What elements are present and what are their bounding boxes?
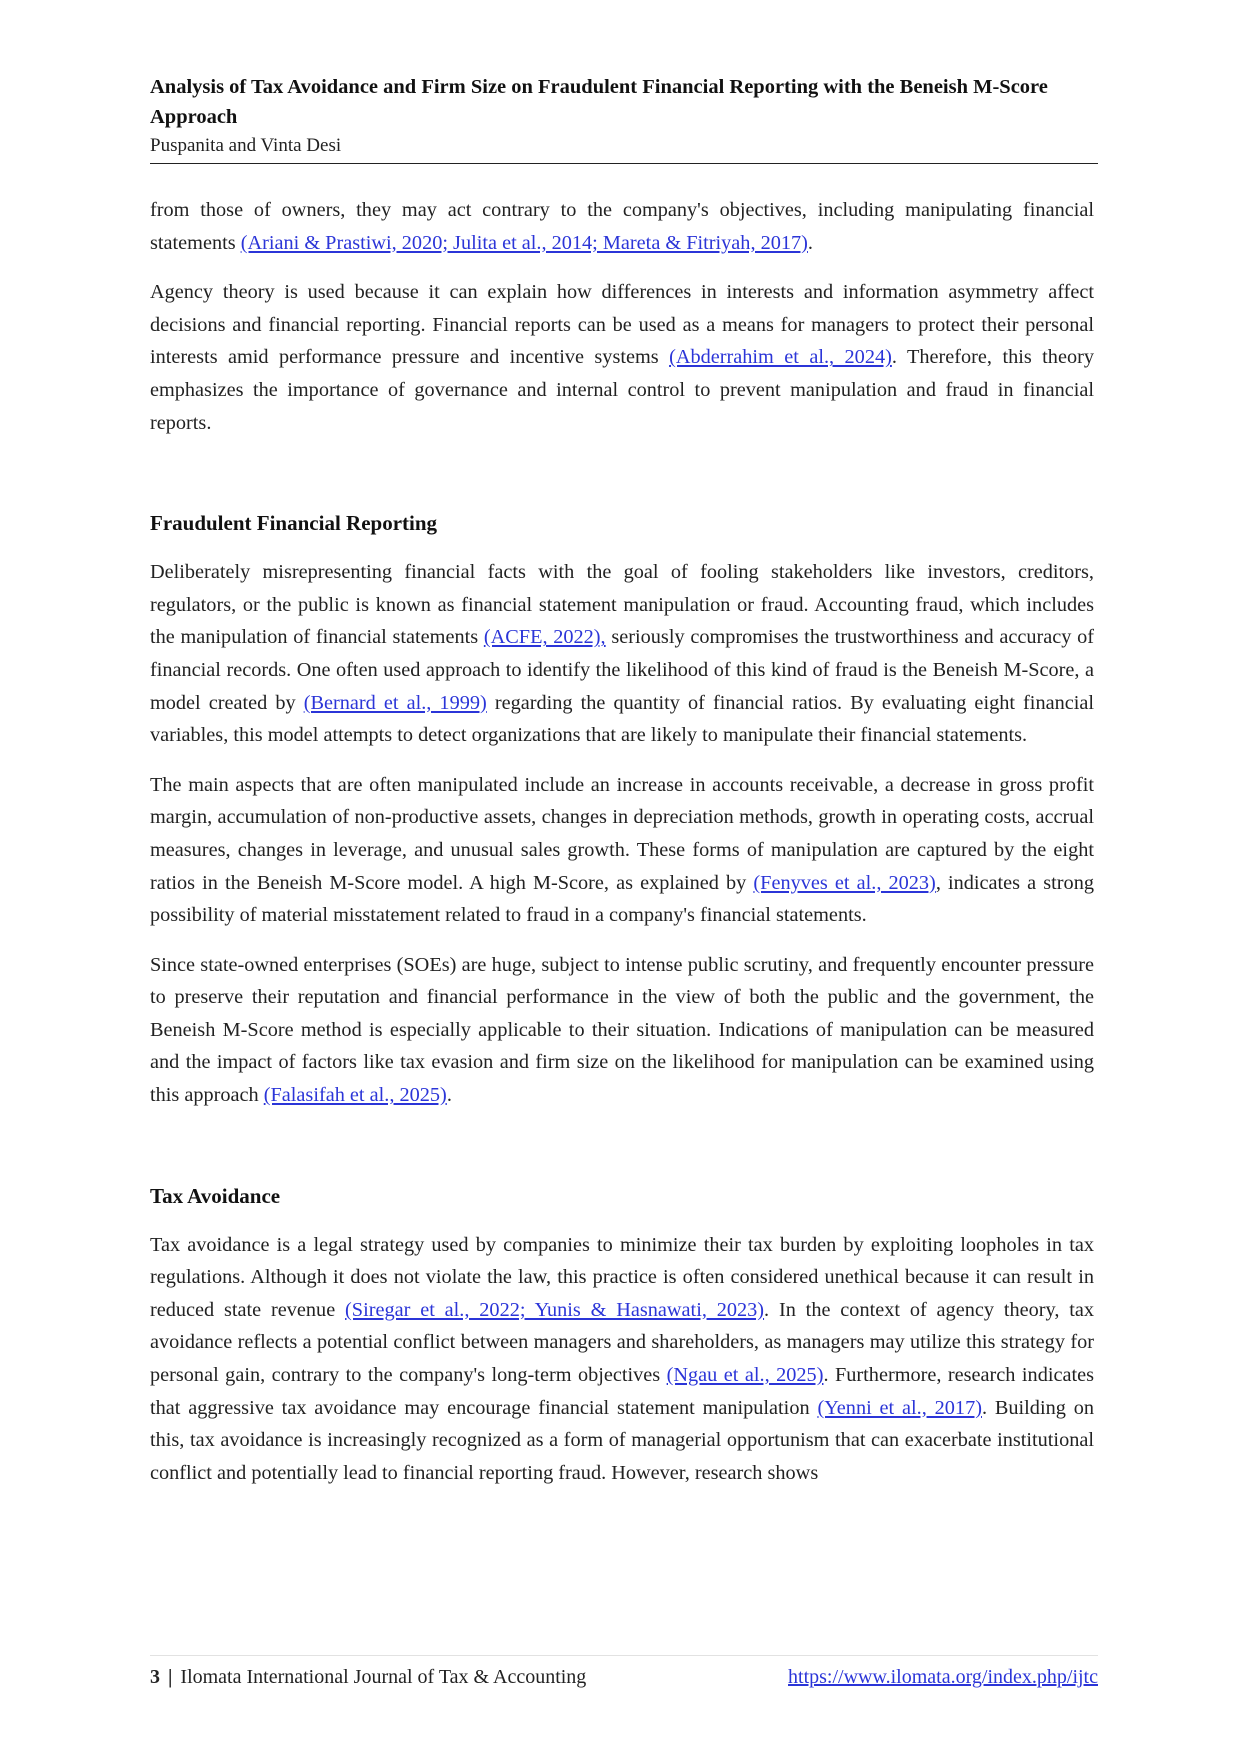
paragraph-text: Since state-owned enterprises (SOEs) are… (150, 953, 1094, 1107)
citation-link[interactable]: (Bernard et al., 1999) (303, 691, 487, 714)
journal-url-link[interactable]: https://www.ilomata.org/index.php/ijtc (788, 1666, 1098, 1688)
footer-left: 3 | Ilomata International Journal of Tax &… (150, 1662, 586, 1692)
paragraph-text: Agency theory is used because it can exp… (150, 281, 1094, 369)
section-heading-tax-avoidance: Tax Avoidance (150, 1183, 281, 1208)
citation-link[interactable]: (Yenni et al., 2017) (817, 1396, 982, 1419)
paragraph-text: , indicates a strong possibility of mate… (150, 871, 1094, 927)
paper-authors: Puspanita and Vinta Desi (150, 135, 342, 156)
footer-divider (150, 1655, 1098, 1656)
paragraph-text: from those of owners, they may act contr… (150, 199, 1094, 254)
paragraph-text: . (807, 231, 813, 254)
paragraph-text: The main aspects that are often manipula… (150, 773, 1094, 894)
citation-link[interactable]: (Siregar et al., 2022; Yunis & Hasnawati… (345, 1298, 765, 1321)
citation-link[interactable]: (ACFE, 2022), (483, 626, 606, 649)
section-spacer (150, 456, 1094, 508)
paragraph-text: . In the context of agency theory, tax a… (150, 1298, 1094, 1387)
header-divider (150, 163, 1098, 164)
paragraph-text: Tax avoidance is a legal strategy used b… (150, 1233, 1094, 1321)
paragraph-text: seriously compromises the trustworthines… (150, 626, 1095, 714)
footer-separator: | (168, 1666, 173, 1688)
paragraph-fraud-definition: Deliberately misrepresenting financial f… (150, 556, 1094, 752)
section-heading-fraudulent-reporting: Fraudulent Financial Reporting (150, 511, 438, 536)
running-header: Analysis of Tax Avoidance and Firm Size … (150, 72, 1098, 160)
paragraph-text: Deliberately misrepresenting financial f… (150, 561, 1094, 649)
paragraph-text: . Building on this, tax avoidance is inc… (150, 1396, 1094, 1484)
paragraph-text: . Furthermore, research indicates that a… (150, 1364, 1094, 1419)
journal-name: Ilomata International Journal of Tax & A… (180, 1666, 587, 1688)
paragraph-agency-continued: from those of owners, they may act contr… (150, 194, 1094, 259)
paragraph-text: . Therefore, this theory emphasizes the … (150, 346, 1094, 434)
paragraph-manipulation-aspects: The main aspects that are often manipula… (150, 769, 1094, 932)
paragraph-tax-avoidance: Tax avoidance is a legal strategy used b… (150, 1229, 1094, 1490)
section-spacer (150, 1129, 1094, 1181)
page-number: 3 (150, 1666, 160, 1688)
page-footer: 3 | Ilomata International Journal of Tax &… (150, 1662, 1098, 1692)
body-text: from those of owners, they may act contr… (150, 194, 1094, 1506)
citation-link[interactable]: (Fenyves et al., 2023) (753, 871, 936, 894)
paragraph-text: . (446, 1084, 452, 1107)
citation-link[interactable]: (Abderrahim et al., 2024) (669, 346, 892, 369)
paragraph-soe-applicability: Since state-owned enterprises (SOEs) are… (150, 949, 1094, 1112)
paragraph-agency-theory: Agency theory is used because it can exp… (150, 276, 1094, 439)
citation-link[interactable]: (Falasifah et al., 2025) (263, 1084, 447, 1107)
citation-link[interactable]: (Ariani & Prastiwi, 2020; Julita et al.,… (240, 231, 808, 254)
citation-link[interactable]: (Ngau et al., 2025) (666, 1364, 824, 1387)
paper-title: Analysis of Tax Avoidance and Firm Size … (150, 76, 1048, 128)
paragraph-text: regarding the quantity of financial rati… (150, 691, 1095, 747)
